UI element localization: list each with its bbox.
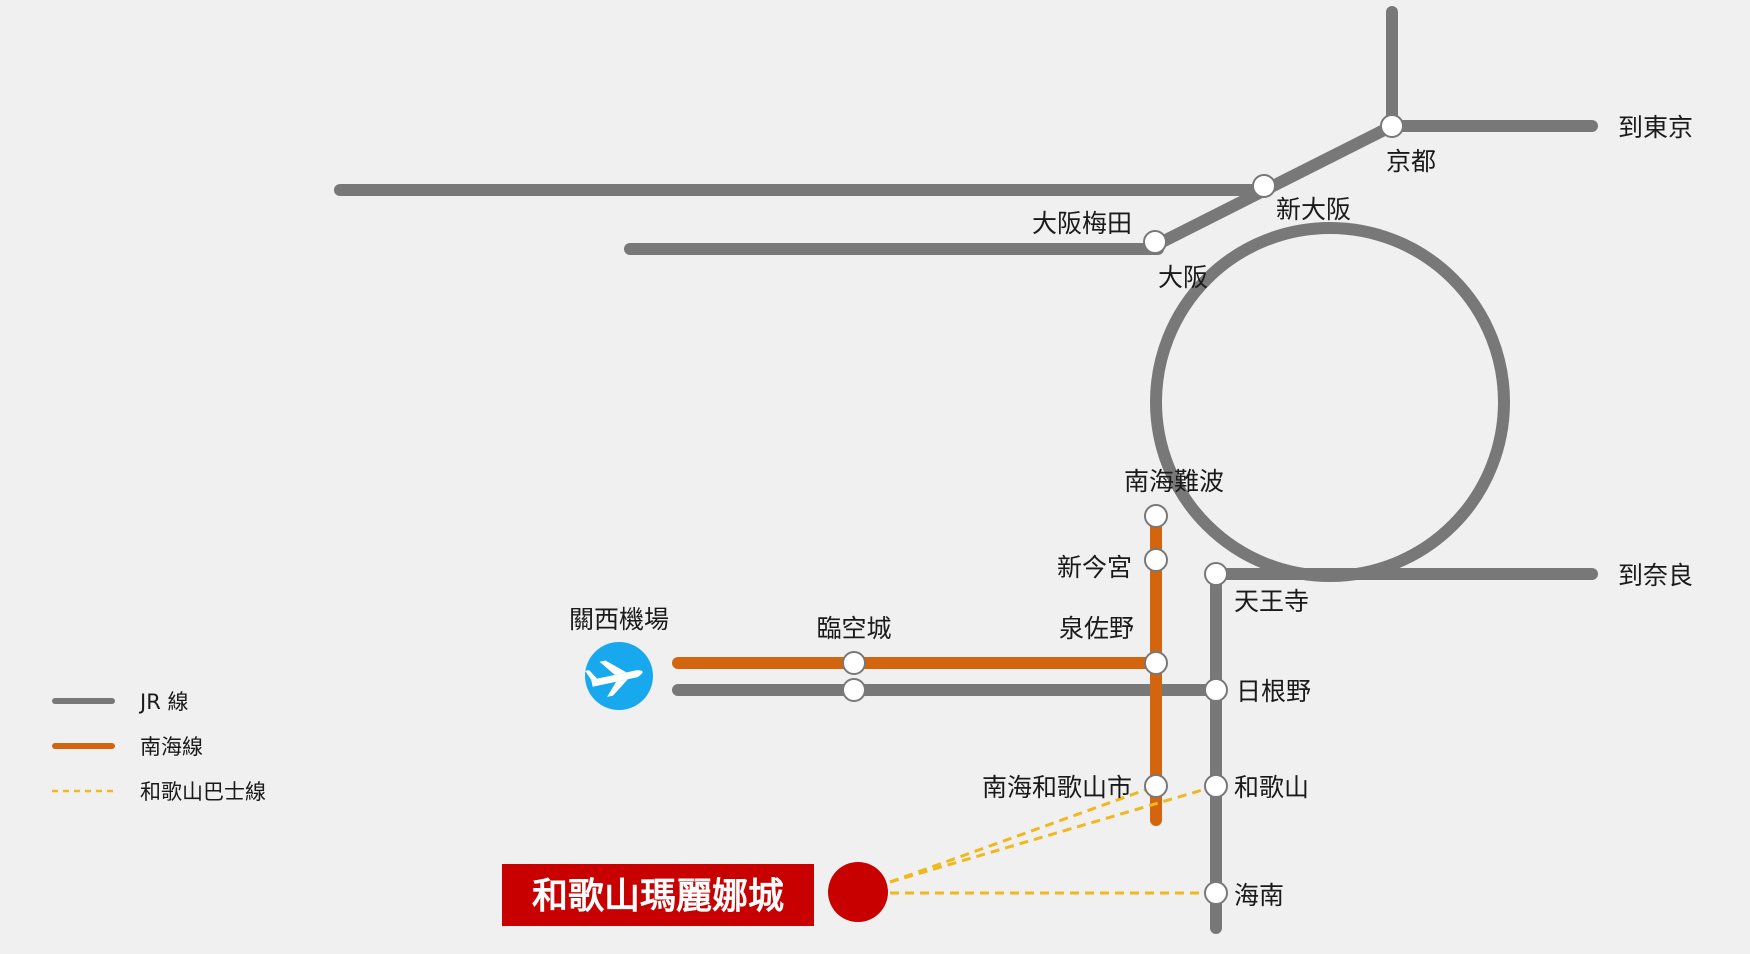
station-wakayama-label: 和歌山 [1234,773,1309,802]
station-osaka-label: 大阪 [1158,263,1208,292]
legend-jr-label: JR 線 [138,690,188,714]
to-nara-label: 到奈良 [1618,561,1693,590]
station-kainan-label: 海南 [1234,881,1284,910]
station-tennoji-marker[interactable] [1204,562,1228,586]
station-rinku-jr-marker[interactable] [842,678,866,702]
station-rinku-nankai-marker[interactable] [842,651,866,675]
to-tokyo-label: 到東京 [1618,113,1693,142]
station-shin-osaka-label: 新大阪 [1276,195,1351,224]
legend-bus-label: 和歌山巴士線 [140,780,266,804]
legend: JR 線 南海線 和歌山巴士線 [52,690,266,804]
bus-line-wakayamashi [889,784,1157,884]
destination-label: 和歌山瑪麗娜城 [532,876,784,917]
legend-nankai-label: 南海線 [140,735,203,759]
station-nankai-wakayamashi-label: 南海和歌山市 [982,773,1132,802]
bus-lines [889,784,1217,895]
station-hineno-marker[interactable] [1204,678,1228,702]
station-izumisano-marker[interactable] [1144,651,1168,675]
jr-osaka-loop-line [1150,222,1510,582]
destination[interactable]: 和歌山瑪麗娜城 [502,862,888,926]
destination-label-box [502,864,814,926]
airport[interactable]: 關西機場 [569,605,669,710]
station-nankai-namba-marker[interactable] [1144,504,1168,528]
station-kyoto-marker[interactable] [1380,114,1404,138]
station-rinku-label: 臨空城 [816,614,891,643]
station-kyoto-label: 京都 [1386,147,1436,176]
station-wakayama-marker[interactable] [1204,774,1228,798]
destination-marker[interactable] [828,862,888,922]
station-izumisano-label: 泉佐野 [1059,614,1134,643]
airplane-icon [585,660,643,697]
station-shin-imamiya-marker[interactable] [1144,548,1168,572]
station-nankai-namba-label: 南海難波 [1124,467,1224,496]
station-osaka-umeda-label: 大阪梅田 [1032,209,1132,238]
station-kainan-marker[interactable] [1204,881,1228,905]
station-nankai-wakayamashi-marker[interactable] [1144,774,1168,798]
airport-label: 關西機場 [569,605,669,634]
bus-line-wakayama [889,784,1217,884]
station-labels: 京都 新大阪 大阪梅田 大阪 南海難波 新今宮 天王寺 臨空城 泉佐野 日根野 … [816,113,1693,910]
station-shin-osaka-marker[interactable] [1252,174,1276,198]
station-hineno-label: 日根野 [1236,677,1311,706]
station-tennoji-label: 天王寺 [1234,587,1309,616]
station-shin-imamiya-label: 新今宮 [1057,553,1132,582]
station-osaka-marker[interactable] [1143,230,1167,254]
jr-lines [334,6,1598,934]
stations [842,114,1404,905]
